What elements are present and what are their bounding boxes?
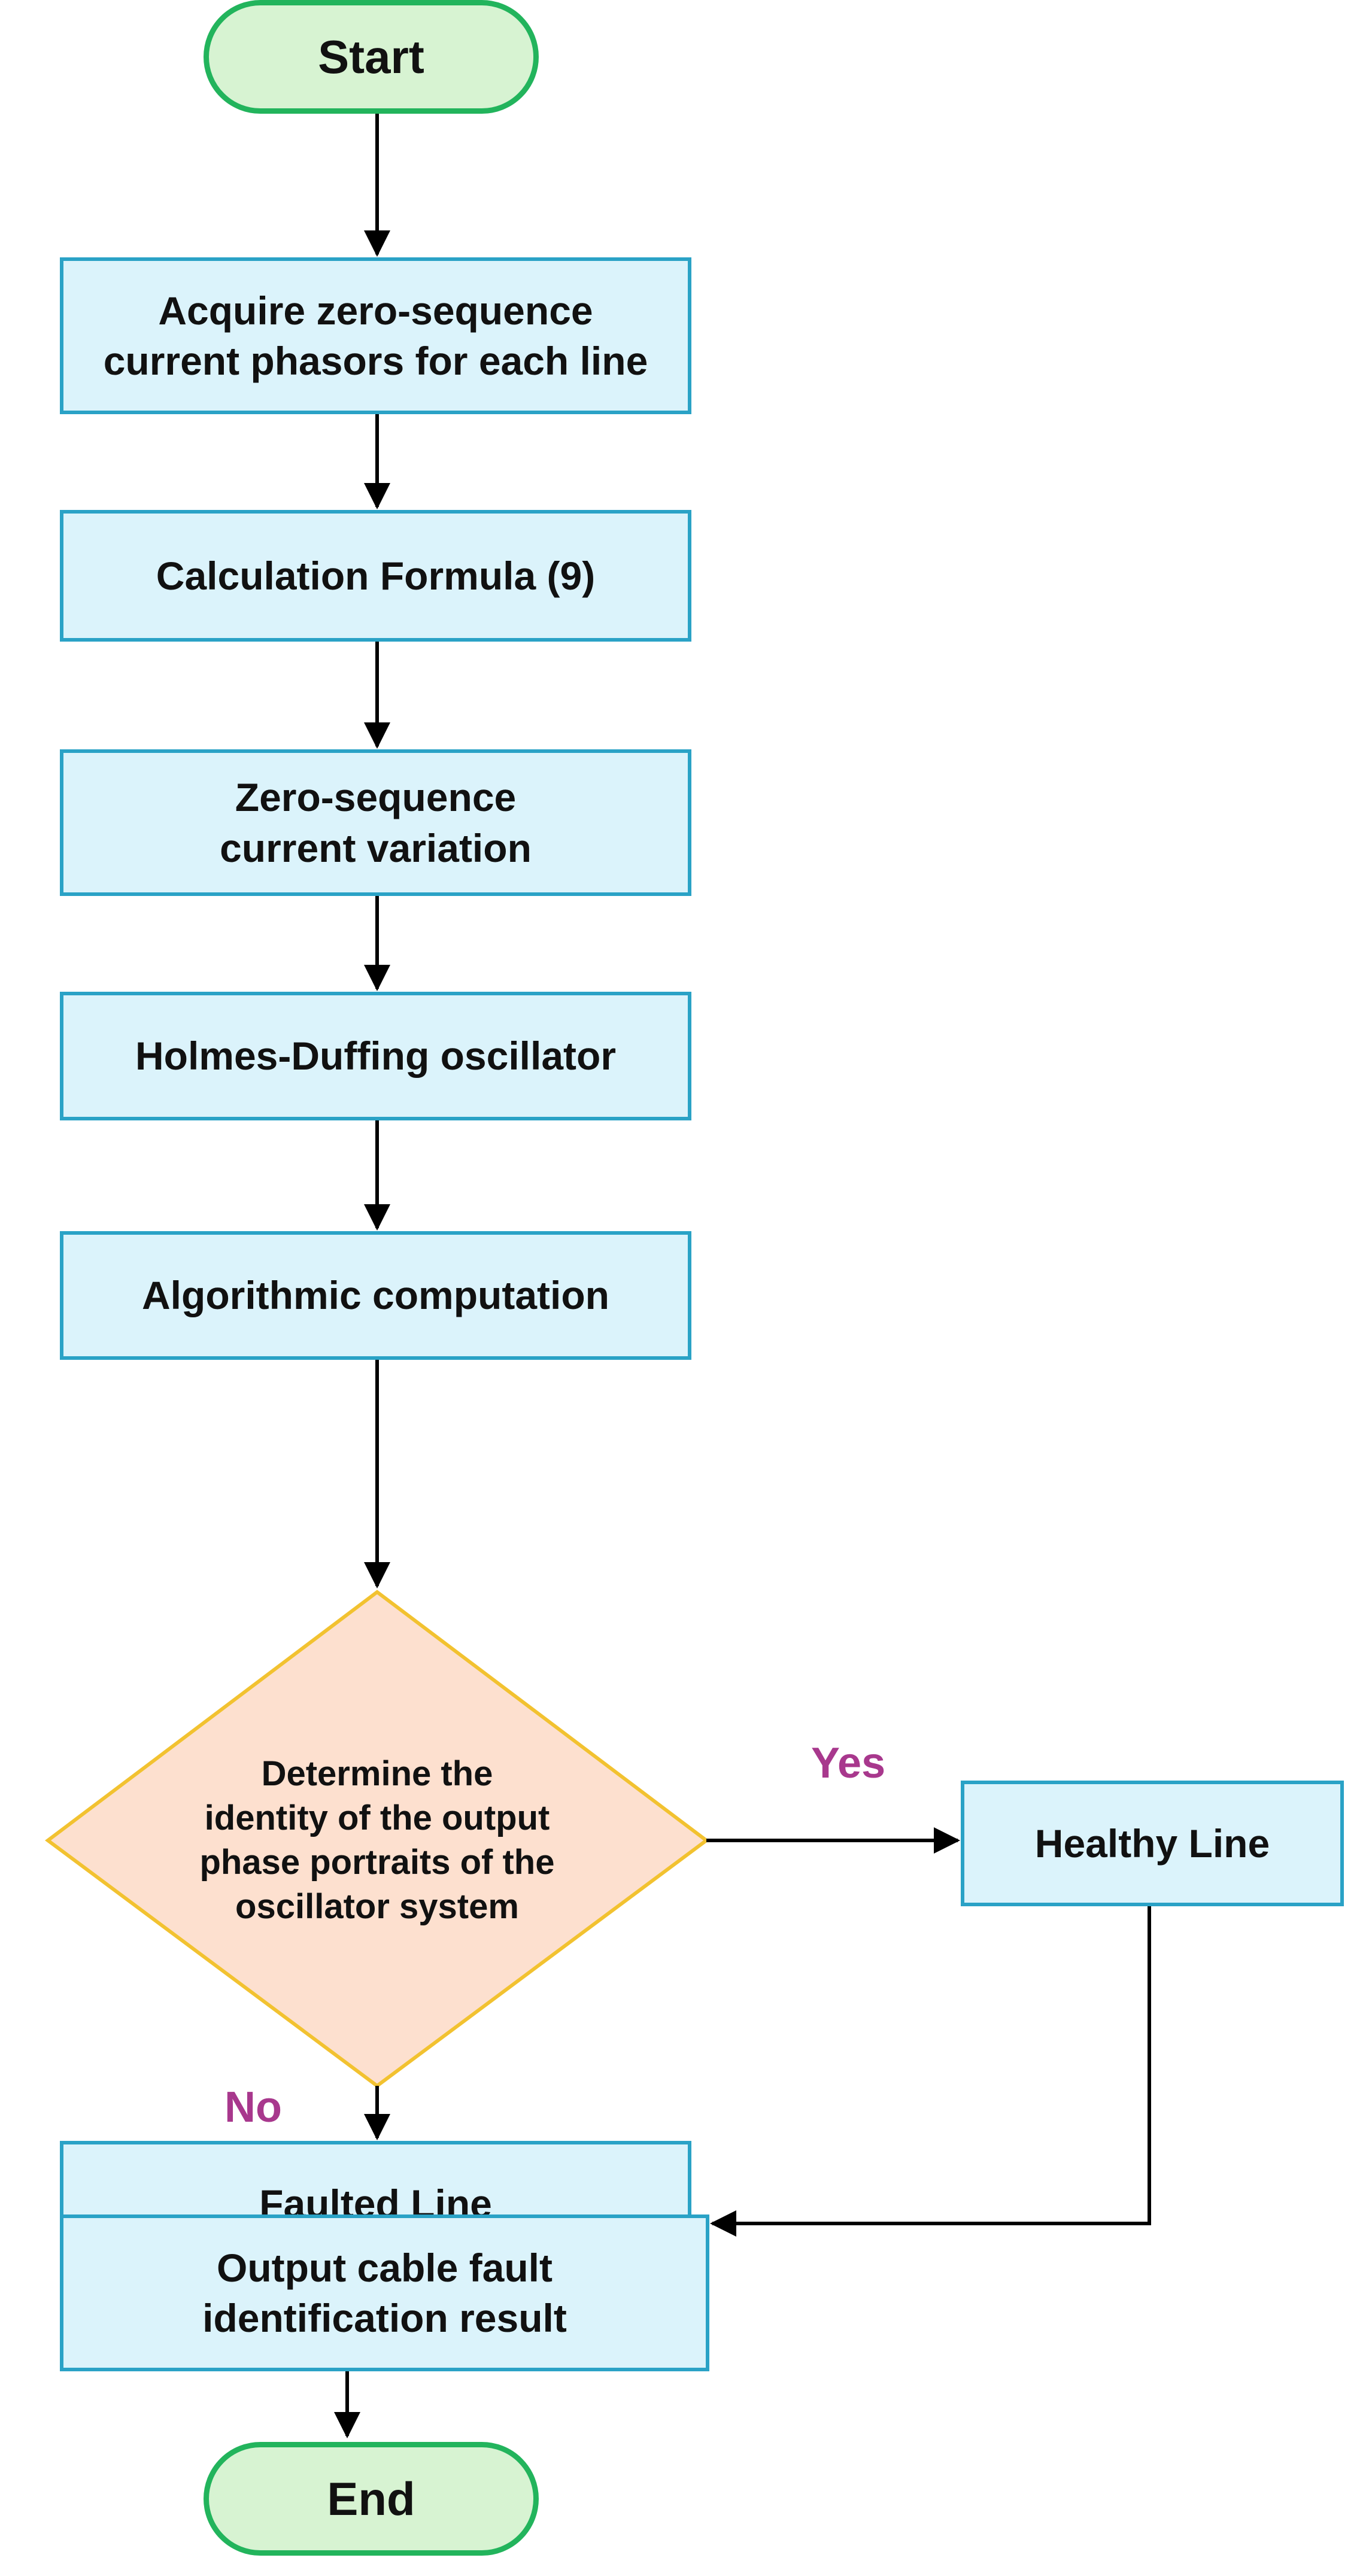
step-holmes-duffing-oscillator: Holmes-Duffing oscillator [60, 992, 691, 1120]
end-terminal: End [204, 2442, 539, 2556]
step-calculation-formula: Calculation Formula (9) [60, 510, 691, 642]
step-algorithmic-computation: Algorithmic computation [60, 1231, 691, 1360]
decision-label: Determine the identity of the output pha… [199, 1754, 555, 1927]
step-output-result: Output cable fault identification result [60, 2214, 709, 2371]
step-healthy-line: Healthy Line [961, 1781, 1344, 1906]
step-current-variation: Zero-sequence current variation [60, 749, 691, 896]
start-terminal: Start [204, 0, 539, 114]
no-label: No [224, 2083, 282, 2131]
step-acquire-phasors: Acquire zero-sequence current phasors fo… [60, 257, 691, 414]
yes-label: Yes [811, 1739, 886, 1787]
arrow-healthy-to-output [710, 1906, 1151, 2237]
